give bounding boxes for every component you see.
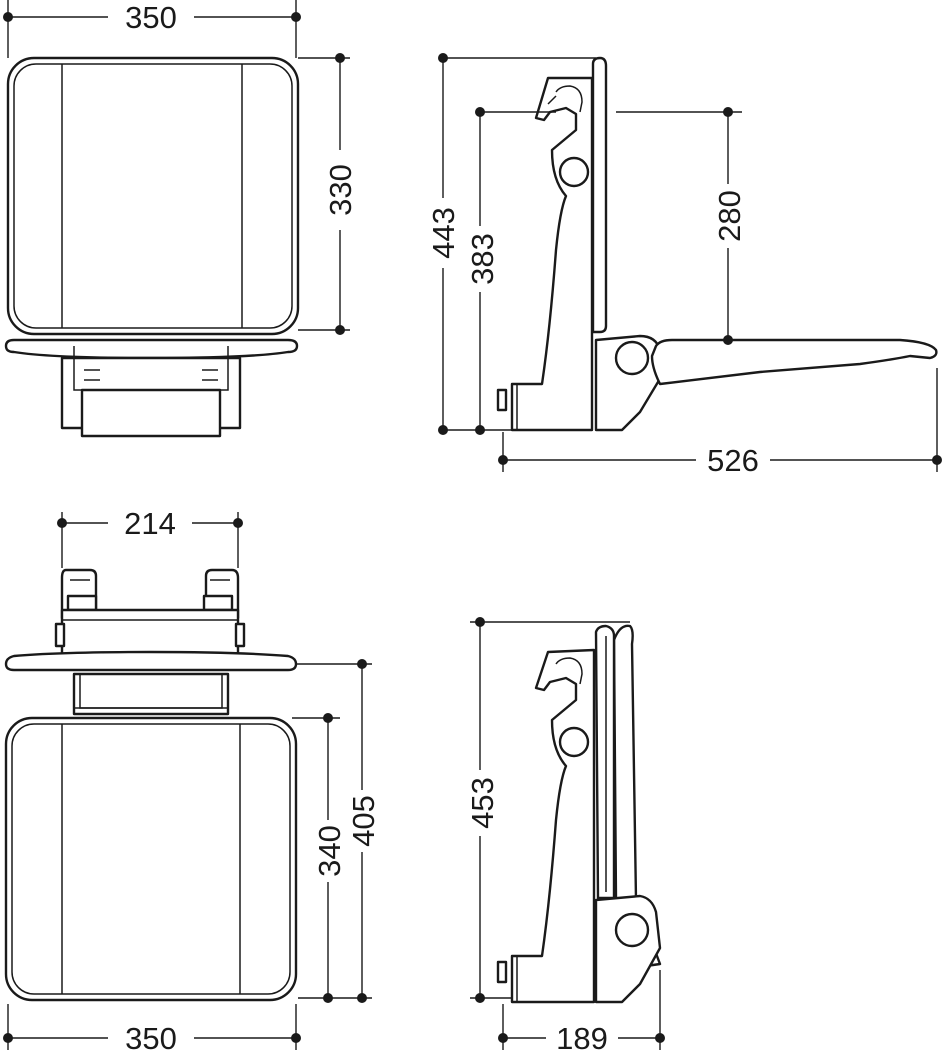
dim-label-330: 330	[323, 164, 358, 216]
seat-panel	[6, 56, 300, 336]
dimension-350-top: 350	[3, 0, 301, 58]
folded-bracket-side	[510, 648, 596, 1004]
pivot-lower	[614, 340, 650, 376]
dimension-383: 383	[465, 107, 556, 435]
dimension-330: 330	[298, 53, 358, 335]
dim-label-443: 443	[426, 207, 461, 259]
dimension-443: 443	[426, 53, 596, 435]
dimension-214: 214	[57, 506, 243, 568]
side-view-folded	[496, 624, 662, 1004]
folded-hinge	[594, 894, 662, 1004]
bracket-box	[80, 388, 222, 438]
side-view-unfolded	[496, 56, 938, 432]
dimension-453: 453	[465, 617, 630, 1003]
dim-label-350-top: 350	[125, 0, 177, 35]
dim-label-526: 526	[707, 443, 759, 478]
dim-label-453: 453	[465, 777, 500, 829]
seat-profile	[650, 338, 938, 386]
dim-label-280: 280	[712, 190, 747, 242]
dim-label-383: 383	[465, 233, 500, 285]
dim-label-214: 214	[124, 506, 176, 541]
side-bracket	[510, 76, 594, 432]
dimension-280: 280	[616, 107, 747, 345]
dim-label-189: 189	[556, 1021, 608, 1056]
dim-label-340: 340	[312, 825, 347, 877]
dimension-405: 405	[296, 659, 381, 1003]
dim-label-405: 405	[346, 795, 381, 847]
wall-bar	[4, 338, 299, 360]
dimension-526: 526	[498, 368, 942, 478]
dimension-350-bottom: 350	[3, 1004, 301, 1056]
top-view-seat	[4, 56, 300, 438]
front-view-folded	[4, 568, 298, 1002]
dimension-340: 340	[292, 713, 347, 1003]
pivot-upper	[558, 156, 590, 188]
back-plate	[591, 56, 608, 334]
dim-label-350-bottom: 350	[125, 1021, 177, 1056]
folded-wall-bar	[4, 650, 298, 672]
folded-pivot-lower	[614, 912, 650, 948]
folded-seat-panel	[4, 716, 298, 1002]
dimension-189: 189	[498, 970, 665, 1056]
folded-back-plate	[594, 624, 616, 900]
folded-pivot-upper	[558, 726, 590, 758]
